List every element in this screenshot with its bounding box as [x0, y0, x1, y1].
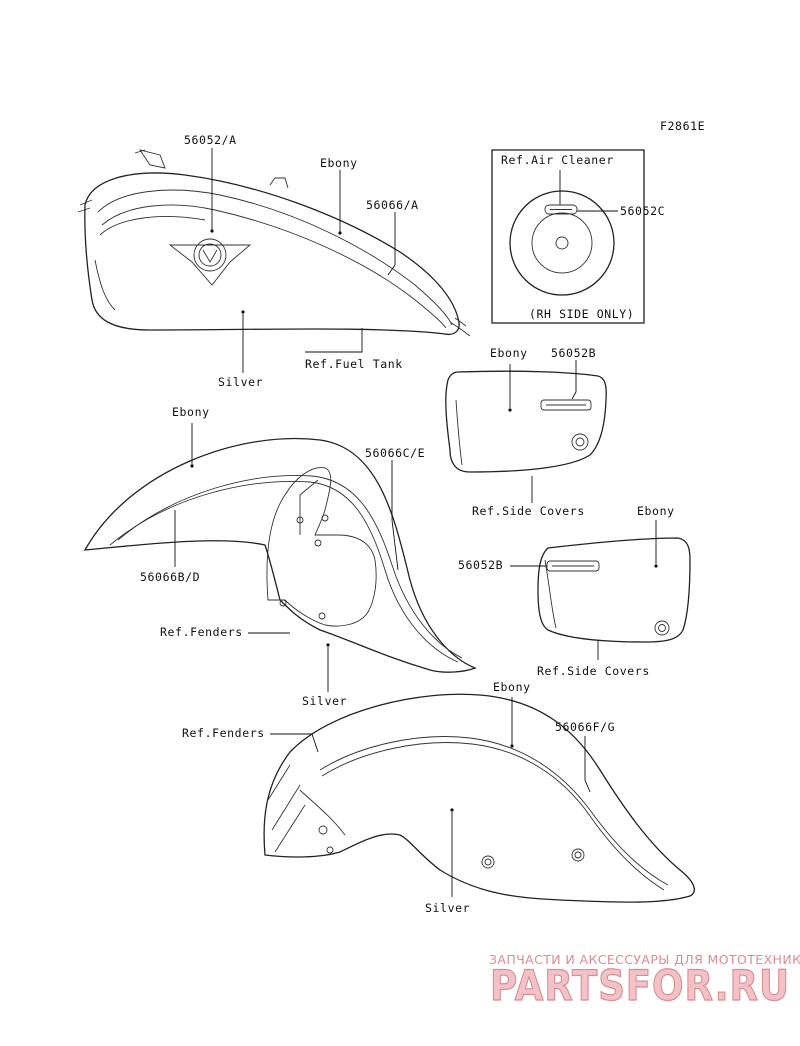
side-cover-upper	[445, 360, 607, 503]
air-cleaner-box	[491, 149, 645, 324]
label-sc1-part: 56052B	[551, 346, 596, 360]
label-front-stripe-bd: 56066B/D	[140, 570, 200, 584]
label-rh-side-only: (RH SIDE ONLY)	[529, 307, 634, 321]
figure-code: F2861E	[660, 119, 705, 133]
label-tank-stripe: 56066/A	[366, 198, 419, 212]
label-tank-ebony: Ebony	[320, 156, 358, 170]
watermark: ЗАПЧАСТИ И АКСЕССУАРЫ ДЛЯ МОТОТЕХНИКИ PA…	[489, 952, 800, 1011]
label-ref-fenders-front: Ref.Fenders	[160, 625, 243, 639]
side-cover-emblem-icon	[540, 399, 592, 411]
label-sc2-ref: Ref.Side Covers	[537, 664, 650, 678]
label-rear-silver: Silver	[425, 901, 470, 915]
watermark-logo: PARTSFOR.RU	[490, 961, 790, 1010]
label-rear-ebony: Ebony	[493, 680, 531, 694]
label-sc2-ebony: Ebony	[637, 504, 675, 518]
label-rear-stripe-fg: 56066F/G	[555, 720, 615, 734]
tank-emblem-icon	[168, 238, 252, 286]
label-front-silver: Silver	[302, 694, 347, 708]
label-sc2-part: 56052B	[458, 558, 503, 572]
label-air-cleaner-part: 56052C	[620, 204, 665, 218]
label-sc1-ref: Ref.Side Covers	[472, 504, 585, 518]
rear-fender	[263, 693, 695, 903]
label-air-cleaner-ref: Ref.Air Cleaner	[501, 153, 614, 167]
label-tank-silver: Silver	[218, 375, 263, 389]
air-cleaner-emblem-icon	[544, 204, 578, 215]
watermark-tagline: ЗАПЧАСТИ И АКСЕССУАРЫ ДЛЯ МОТОТЕХНИКИ	[489, 952, 800, 967]
label-ref-fuel-tank: Ref.Fuel Tank	[305, 357, 403, 371]
label-ref-fenders-rear: Ref.Fenders	[182, 726, 265, 740]
fuel-tank	[77, 148, 471, 373]
side-cover-lower	[510, 520, 691, 660]
front-fender	[83, 423, 477, 692]
label-front-stripe-ce: 56066C/E	[365, 446, 425, 460]
label-tank-emblem: 56052/A	[184, 133, 237, 147]
label-front-ebony: Ebony	[172, 405, 210, 419]
side-cover-emblem-icon	[546, 560, 600, 572]
label-sc1-ebony: Ebony	[490, 346, 528, 360]
